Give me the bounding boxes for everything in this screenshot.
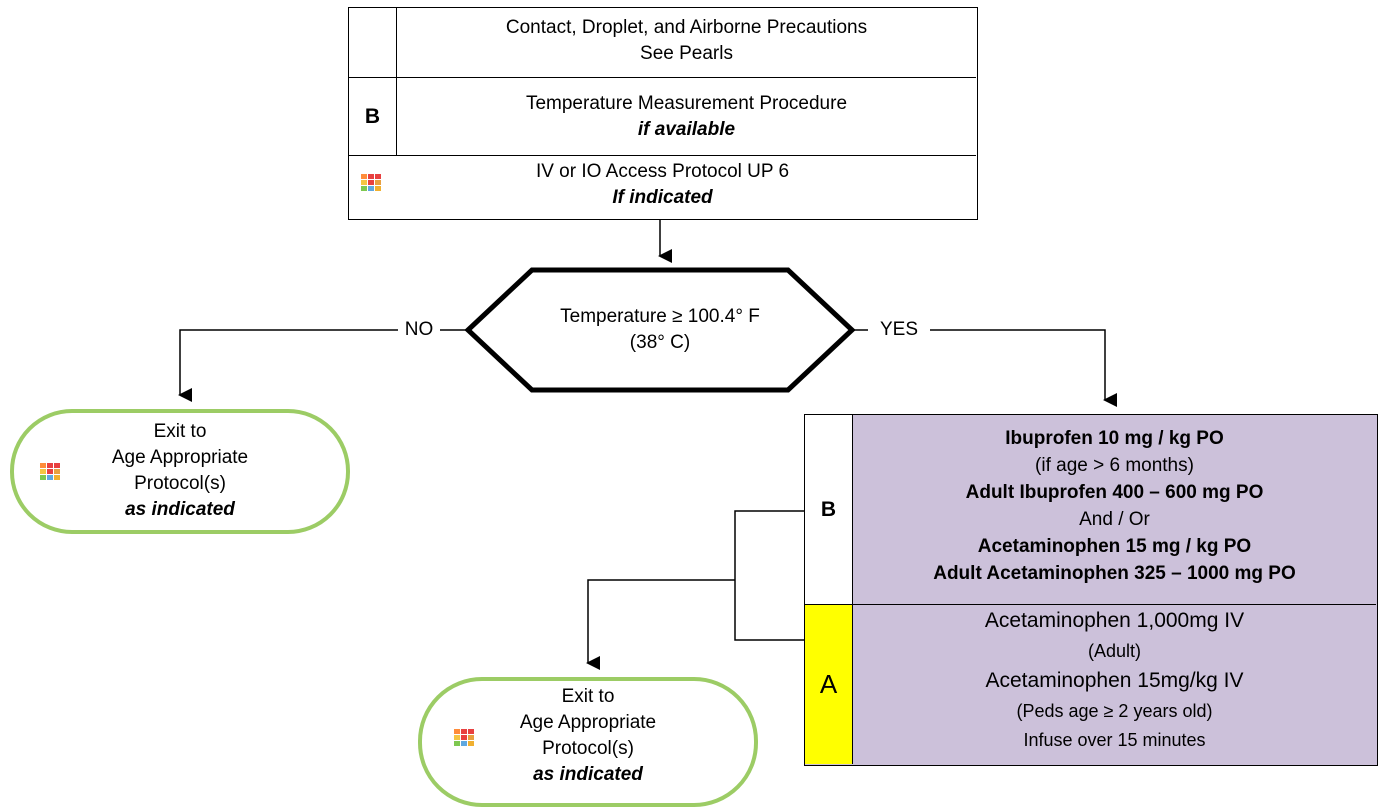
connector-treatment-bracket (734, 510, 804, 641)
exit-bottom-line4: as indicated (533, 764, 643, 785)
level-a-badge: A (805, 605, 853, 764)
decision-text: Temperature ≥ 100.4° F (38° C) (480, 305, 840, 361)
acetaminophen-adult-iv-dose: Acetaminophen 1,000mg IV (984, 609, 1245, 632)
exit-bottom-line1: Exit to (561, 686, 615, 707)
top-row-temperature: B Temperature Measurement Procedure if a… (349, 78, 976, 156)
treatment-a-section: A Acetaminophen 1,000mg IV (Adult) Aceta… (805, 605, 1376, 764)
exit-left-line2: Age Appropriate (111, 447, 249, 468)
decision-line1: Temperature ≥ 100.4° F (560, 306, 760, 327)
exit-left-line4: as indicated (125, 499, 235, 520)
treatment-box: B Ibuprofen 10 mg / kg PO (if age > 6 mo… (804, 414, 1378, 766)
level-b-badge: B (349, 78, 397, 155)
precautions-line1: Contact, Droplet, and Airborne Precautio… (505, 17, 868, 38)
acetaminophen-peds-iv-dose: Acetaminophen 15mg/kg IV (985, 669, 1244, 692)
level-cell-empty (349, 8, 397, 77)
level-b-badge: B (805, 415, 853, 604)
connector-to-bottom-exit (586, 579, 735, 670)
treatment-b-section: B Ibuprofen 10 mg / kg PO (if age > 6 mo… (805, 415, 1376, 605)
yes-label: YES (868, 318, 930, 342)
and-or-label: And / Or (1079, 509, 1150, 530)
exit-bottom-line3: Protocol(s) (542, 738, 634, 759)
adult-note: (Adult) (1087, 641, 1141, 661)
connector-yes-branch (852, 329, 1117, 407)
temp-procedure-line1: Temperature Measurement Procedure (525, 93, 848, 114)
exit-left-line3: Protocol(s) (134, 473, 226, 494)
top-row-precautions: Contact, Droplet, and Airborne Precautio… (349, 8, 976, 78)
peds-age-note: (Peds age ≥ 2 years old) (1016, 701, 1213, 721)
access-line1: IV or IO Access Protocol UP 6 (535, 161, 790, 182)
ibuprofen-adult-dose: Adult Ibuprofen 400 – 600 mg PO (965, 482, 1264, 503)
no-label: NO (398, 318, 440, 342)
ibuprofen-peds-dose: Ibuprofen 10 mg / kg PO (1005, 428, 1224, 449)
exit-bottom-line2: Age Appropriate (519, 712, 657, 733)
color-grid-icon (361, 174, 381, 191)
acetaminophen-peds-po-dose: Acetaminophen 15 mg / kg PO (977, 536, 1252, 557)
top-row-access: IV or IO Access Protocol UP 6 If indicat… (349, 156, 976, 219)
color-grid-icon (40, 463, 60, 480)
color-grid-icon (454, 729, 474, 746)
infusion-note: Infuse over 15 minutes (1023, 730, 1206, 750)
precautions-line2: See Pearls (640, 43, 733, 64)
decision-line2: (38° C) (629, 332, 691, 353)
acetaminophen-adult-po-dose: Adult Acetaminophen 325 – 1000 mg PO (933, 563, 1296, 584)
ibuprofen-age-note: (if age > 6 months) (1035, 455, 1194, 476)
top-procedure-box: Contact, Droplet, and Airborne Precautio… (348, 7, 978, 220)
connector-no-branch (178, 329, 468, 402)
exit-left-terminal[interactable]: Exit to Age Appropriate Protocol(s) as i… (10, 409, 350, 534)
exit-left-line1: Exit to (153, 421, 207, 442)
access-line2: If indicated (612, 187, 713, 208)
temp-procedure-line2: if available (637, 119, 736, 140)
exit-bottom-terminal[interactable]: Exit to Age Appropriate Protocol(s) as i… (418, 677, 758, 807)
